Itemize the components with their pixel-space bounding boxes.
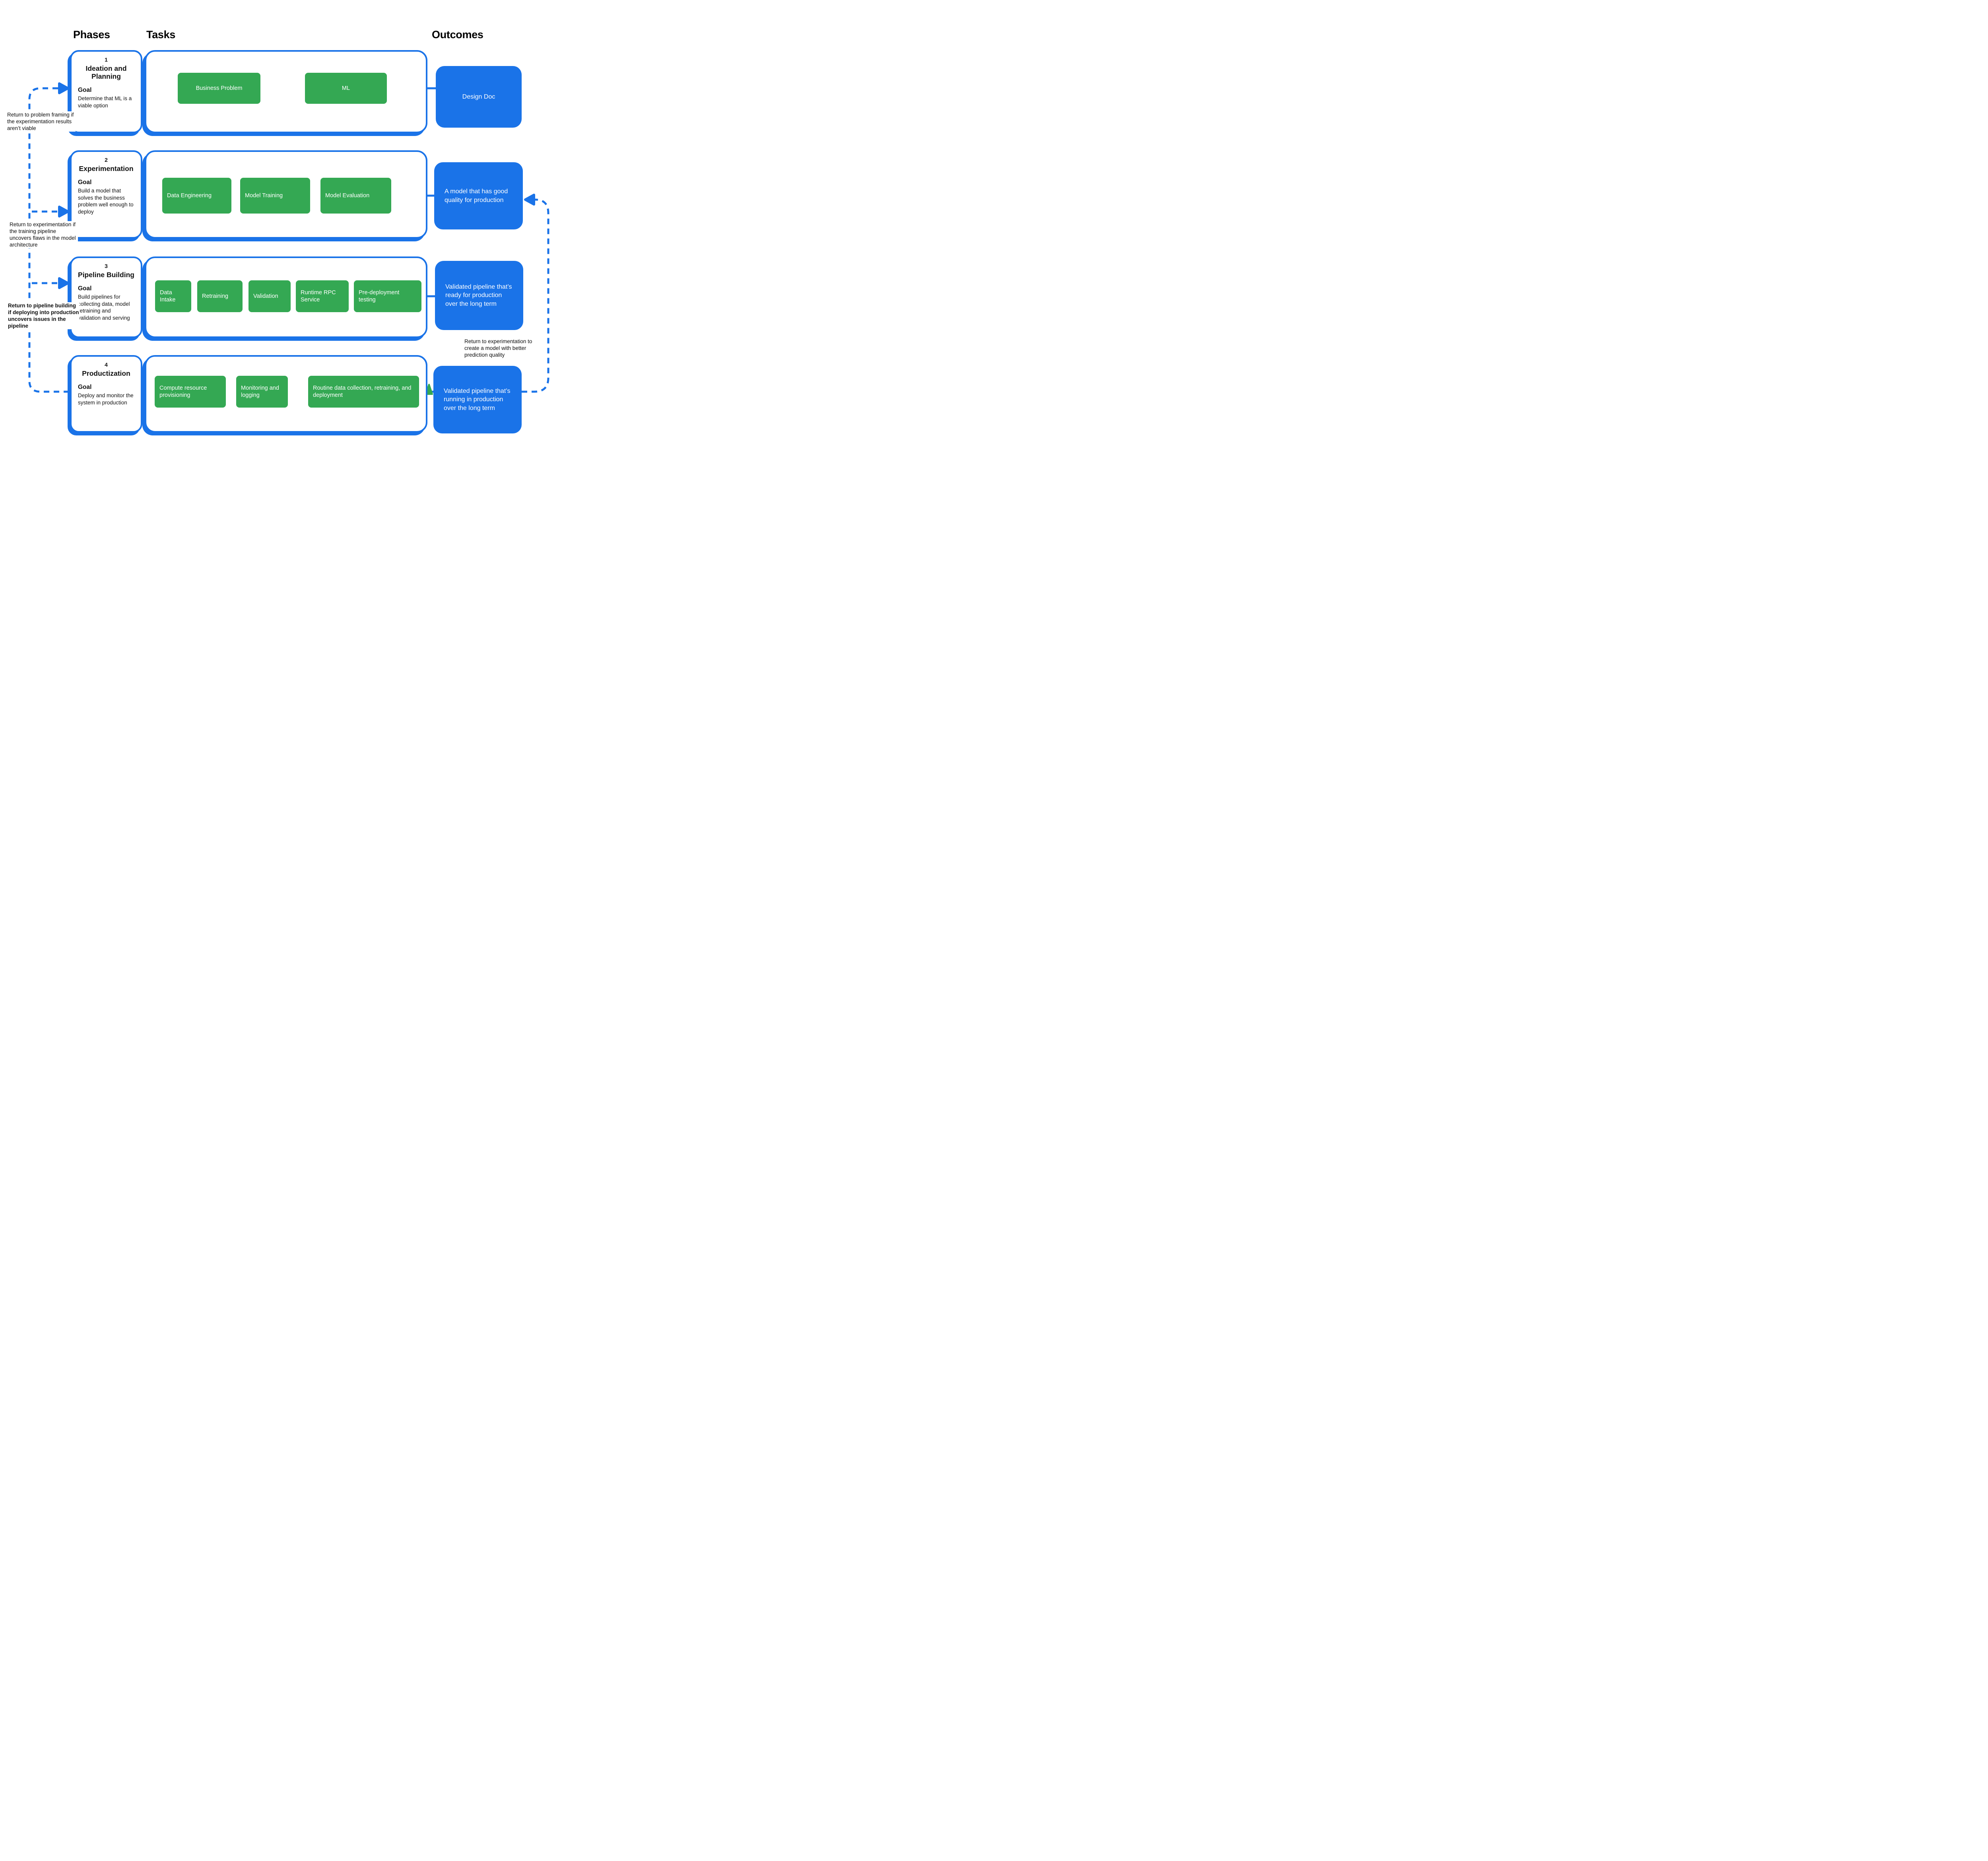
annotation-return-pipeline-building: Return to pipeline building if deploying… — [8, 302, 80, 329]
outcome-design-doc: Design Doc — [436, 66, 522, 128]
task-predeployment-testing: Pre-deployment testing — [354, 280, 421, 312]
task-model-evaluation: Model Evaluation — [320, 178, 391, 214]
annotation-return-problem-framing: Return to problem framing if the experim… — [7, 111, 76, 132]
outcome-text: Validated pipeline that’s running in pro… — [444, 387, 511, 412]
phase-title: Experimentation — [79, 165, 134, 173]
phase-card-productization: 4 Productization Goal Deploy and monitor… — [70, 355, 142, 433]
goal-label: Goal — [78, 87, 92, 94]
task-validation: Validation — [248, 280, 291, 312]
annotation-return-experimentation: Return to experimentation if the trainin… — [10, 221, 78, 248]
task-business-problem: Business Problem — [178, 73, 260, 104]
goal-text: Deploy and monitor the system in product… — [78, 392, 134, 406]
arrow-right-icon — [58, 277, 69, 289]
arrow-right-icon — [58, 206, 69, 218]
header-tasks: Tasks — [146, 29, 176, 41]
task-data-intake: Data Intake — [155, 280, 191, 312]
outcome-model-quality: A model that has good quality for produc… — [434, 162, 523, 229]
task-data-engineering: Data Engineering — [162, 178, 231, 214]
ml-workflow-diagram: Phases Tasks Outcomes 1 Ideation and Pla… — [0, 0, 564, 465]
goal-text: Build a model that solves the business p… — [78, 188, 134, 215]
phase-card-experimentation: 2 Experimentation Goal Build a model tha… — [70, 150, 142, 239]
phase-number: 3 — [105, 263, 108, 269]
header-phases: Phases — [73, 29, 110, 41]
phase-number: 2 — [105, 157, 108, 163]
phase-title: Pipeline Building — [78, 271, 134, 279]
arrow-right-icon — [58, 82, 69, 94]
feedback-path-left — [28, 87, 68, 393]
phase-title: Productization — [82, 369, 130, 377]
outcome-pipeline-ready: Validated pipeline that’s ready for prod… — [435, 261, 523, 330]
goal-text: Determine that ML is a viable option — [78, 95, 132, 109]
goal-label: Goal — [78, 285, 92, 292]
task-compute-provisioning: Compute resource provisioning — [155, 376, 226, 408]
feedback-path-right — [522, 198, 549, 393]
task-ml: ML — [305, 73, 387, 104]
outcome-text: A model that has good quality for produc… — [445, 188, 508, 204]
phase-card-ideation: 1 Ideation and Planning Goal Determine t… — [70, 50, 142, 133]
annotation-return-experimentation-quality: Return to experimentation to create a mo… — [464, 338, 544, 358]
header-outcomes: Outcomes — [432, 29, 483, 41]
task-routine-collection: Routine data collection, retraining, and… — [308, 376, 419, 408]
goal-text: Build pipelines for collecting data, mod… — [78, 294, 130, 321]
phase-card-pipeline-building: 3 Pipeline Building Goal Build pipelines… — [70, 256, 142, 338]
phase-number: 4 — [105, 361, 108, 368]
goal-label: Goal — [78, 384, 92, 391]
outcome-text: Validated pipeline that’s ready for prod… — [445, 283, 512, 307]
phase-number: 1 — [105, 56, 108, 63]
outcome-text: Design Doc — [462, 93, 495, 100]
task-model-training: Model Training — [240, 178, 310, 214]
goal-label: Goal — [78, 179, 92, 186]
phase-title: Ideation and Planning — [85, 64, 127, 81]
task-retraining: Retraining — [197, 280, 243, 312]
task-monitoring-logging: Monitoring and logging — [236, 376, 288, 408]
loop-arrow-up-icon — [425, 384, 433, 395]
outcome-pipeline-running: Validated pipeline that’s running in pro… — [433, 366, 522, 433]
arrow-left-icon — [524, 194, 535, 206]
task-runtime-rpc-service: Runtime RPC Service — [296, 280, 349, 312]
